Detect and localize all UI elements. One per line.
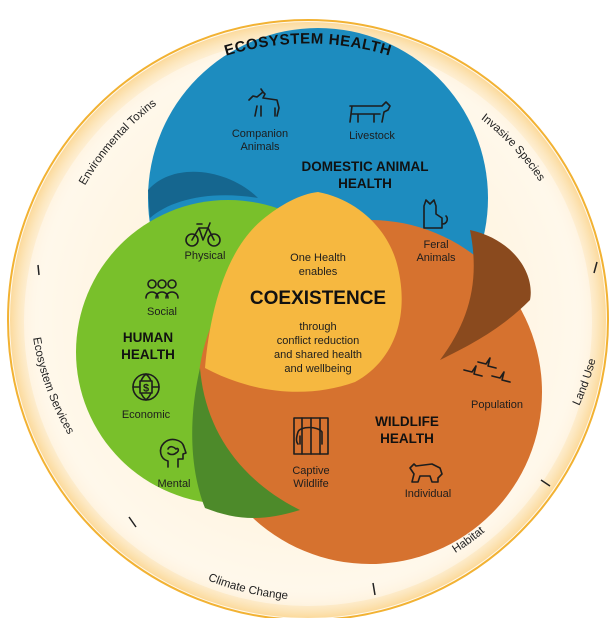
wildlife-captive-label-line2: Wildlife	[293, 478, 328, 490]
center-line4: conflict reduction	[277, 335, 360, 347]
domestic-livestock-label: Livestock	[349, 130, 395, 142]
cow-icon	[349, 101, 391, 123]
human-physical-label: Physical	[185, 250, 226, 262]
domestic-heading-line1: DOMESTIC ANIMAL	[302, 159, 429, 174]
people-icon	[145, 279, 179, 299]
caged-elephant-icon	[293, 417, 329, 455]
center-line2: enables	[299, 266, 338, 278]
center-coexistence: COEXISTENCE	[250, 288, 386, 309]
domestic-feral-label-line2: Animals	[416, 252, 456, 264]
birds-icon	[463, 357, 511, 383]
center-line3: through	[299, 321, 336, 333]
human-mental-label: Mental	[157, 478, 190, 490]
head-brain-icon	[159, 438, 187, 468]
dog-icon	[248, 88, 280, 117]
domestic-feral-label-line1: Feral	[423, 239, 448, 251]
overlap-blue-green	[148, 171, 258, 218]
center-line5: and shared health	[274, 349, 362, 361]
bicycle-icon	[185, 222, 221, 247]
bear-icon	[409, 463, 443, 483]
wildlife-heading-line1: WILDLIFE	[375, 414, 439, 429]
svg-text:$: $	[143, 383, 149, 395]
center-line1: One Health	[290, 252, 346, 264]
overlap-blue-orange	[440, 230, 531, 360]
dollar-globe-icon: $	[132, 373, 160, 401]
overlap-green-orange	[192, 368, 300, 519]
domestic-heading-line2: HEALTH	[338, 176, 392, 191]
wildlife-individual-label: Individual	[405, 488, 451, 500]
cat-icon	[423, 199, 448, 229]
domestic-companion-label-line1: Companion	[232, 128, 288, 140]
wildlife-population-label: Population	[471, 399, 523, 411]
coexistence-center	[205, 192, 402, 392]
wildlife-captive-label-line1: Captive	[292, 465, 329, 477]
human-heading-line2: HEALTH	[121, 347, 175, 362]
center-line6: and wellbeing	[284, 363, 351, 375]
wildlife-heading-line2: HEALTH	[380, 431, 434, 446]
human-heading-line1: HUMAN	[123, 330, 173, 345]
human-social-label: Social	[147, 306, 177, 318]
ring-tick-marks	[37, 261, 598, 596]
domestic-companion-label-line2: Animals	[240, 141, 280, 153]
human-economic-label: Economic	[122, 409, 171, 421]
